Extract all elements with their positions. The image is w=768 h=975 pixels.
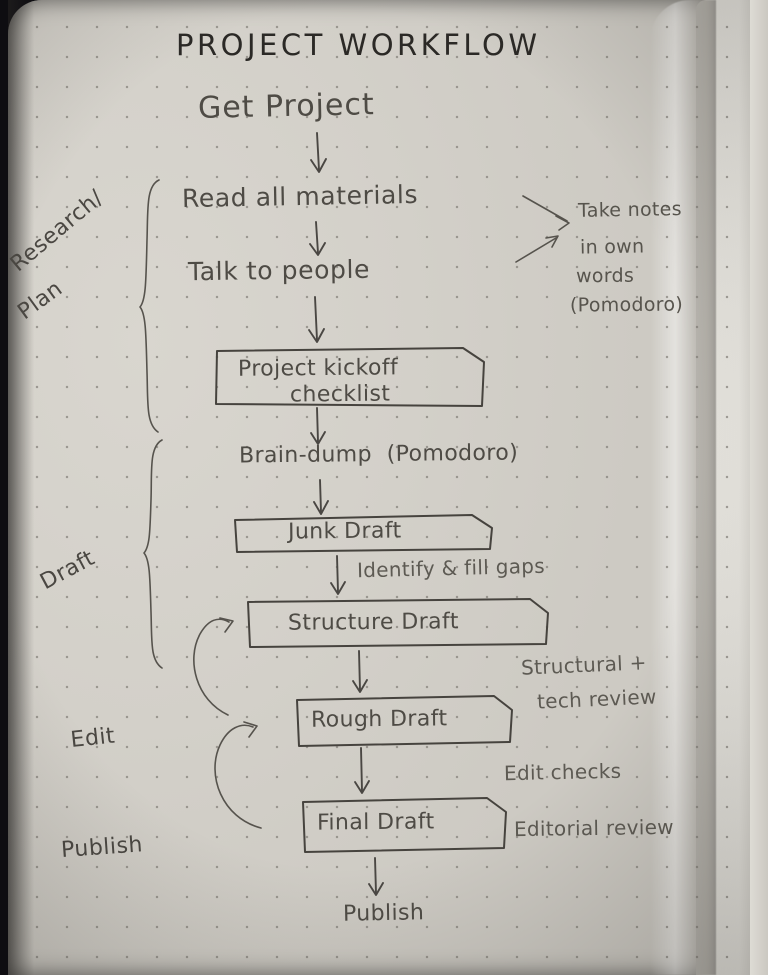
page-title: PROJECT WORKFLOW: [176, 28, 541, 62]
annotation-editorial-review: Editorial review: [513, 814, 675, 842]
box-label-rough-draft: Rough Draft: [310, 706, 448, 733]
box-label-kickoff-line1: Project kickoff: [237, 355, 399, 382]
node-talk-to-people: Talk to people: [187, 254, 371, 287]
annotation-edit-checks: Edit checks: [503, 758, 622, 786]
box-label-kickoff-line2: checklist: [289, 381, 391, 408]
node-publish-end: Publish: [342, 900, 425, 927]
annotation-take-notes-line1: Take notes: [577, 198, 683, 222]
annotation-take-notes-line3: words: [575, 264, 635, 288]
annotation-take-notes-line2: in own: [579, 235, 645, 259]
annotation-identify-fill-gaps: Identify & fill gaps: [356, 553, 546, 583]
node-get-project: Get Project: [197, 87, 376, 126]
node-brain-dump: Brain-dump (Pomodoro): [238, 440, 519, 469]
node-read-materials: Read all materials: [181, 179, 419, 214]
box-label-junk-draft: Junk Draft: [287, 518, 402, 545]
box-label-final-draft: Final Draft: [316, 809, 435, 836]
phase-label-edit: Edit: [69, 723, 117, 753]
box-label-structure-draft: Structure Draft: [287, 609, 459, 636]
gutter-shadow: [8, 0, 34, 975]
annotation-take-notes-line4: (Pomodoro): [569, 293, 684, 317]
